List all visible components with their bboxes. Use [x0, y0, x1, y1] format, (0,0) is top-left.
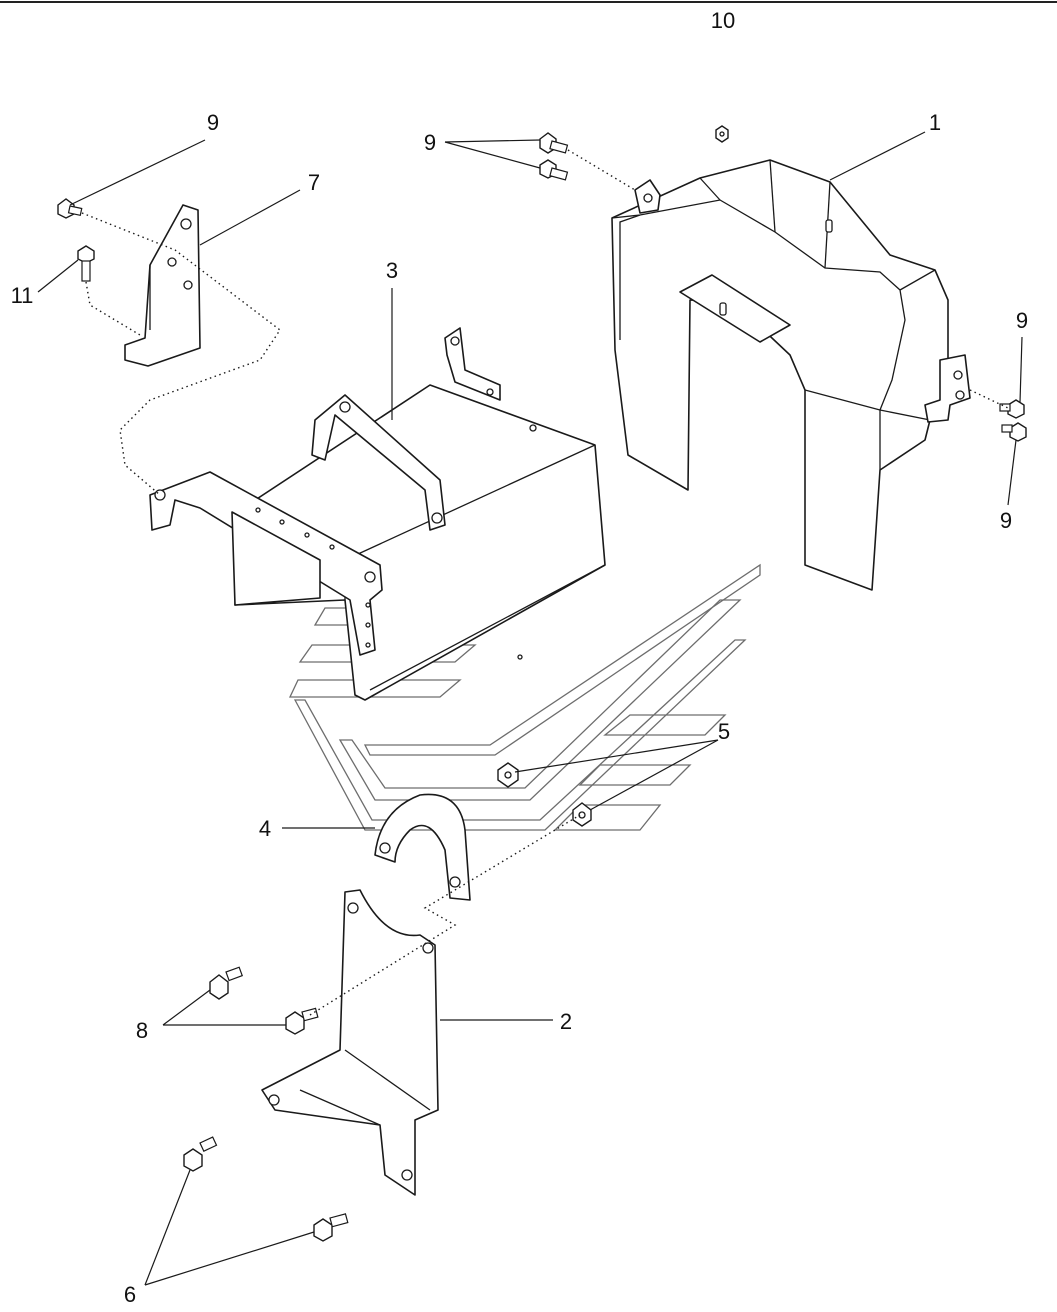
callout-1: 1 [929, 110, 941, 135]
part-bracket-2 [261, 889, 439, 1196]
callout-9-right-lower: 9 [1000, 508, 1012, 533]
callout-10: 10 [711, 8, 735, 33]
fasteners [57, 125, 1027, 1242]
callout-2: 2 [560, 1009, 572, 1034]
callout-9-right-upper: 9 [1016, 308, 1028, 333]
callout-5: 5 [718, 719, 730, 744]
part-shroud [611, 159, 971, 591]
assembly-lines [81, 149, 1009, 1016]
callout-8: 8 [136, 1018, 148, 1043]
callout-3: 3 [386, 258, 398, 283]
callout-labels: 1 2 3 4 5 6 7 8 9 9 9 9 10 11 [11, 8, 1029, 1307]
part-bracket-7 [124, 204, 201, 367]
callout-9-top: 9 [424, 130, 436, 155]
part-plate-4 [374, 793, 471, 901]
callout-11: 11 [11, 283, 34, 308]
callout-9-upper-left: 9 [207, 110, 219, 135]
callout-4: 4 [259, 816, 271, 841]
leader-lines [37, 131, 1023, 1286]
callout-6: 6 [124, 1282, 136, 1307]
callout-7: 7 [308, 170, 320, 195]
part-tray [149, 327, 606, 701]
